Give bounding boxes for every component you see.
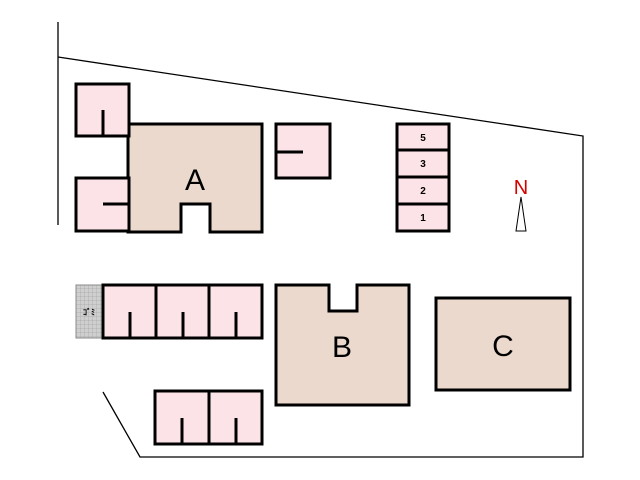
parking-stall-3	[395, 148, 451, 179]
parking-stall-group-center	[274, 122, 332, 180]
trash-station-label: ｺﾞﾐ	[83, 307, 95, 317]
building-b-label: B	[332, 331, 352, 364]
north-label: N	[514, 177, 528, 199]
parking-stall-row-middle	[101, 283, 264, 340]
building-c-label: C	[492, 330, 514, 363]
parking-stall-group-left	[74, 82, 131, 233]
building-c: C	[434, 296, 572, 392]
north-arrow-icon	[515, 196, 527, 232]
parking-stall-row-bottom	[153, 389, 264, 446]
parking-stall-2	[395, 175, 451, 206]
parking-stall-1	[395, 202, 451, 233]
building-a: A	[126, 122, 264, 234]
stall-number: 1	[420, 213, 426, 224]
parking-stall	[74, 176, 131, 233]
property-boundary	[57, 22, 584, 458]
stall-number: 3	[420, 159, 426, 170]
numbered-parking-stalls: 5 3 2 1	[395, 122, 451, 233]
building-b: B	[274, 283, 411, 407]
north-arrow: N	[514, 177, 528, 232]
building-a-label: A	[185, 164, 205, 197]
stall-number: 5	[420, 133, 426, 144]
stall-number: 2	[420, 186, 426, 197]
trash-station: ｺﾞﾐ	[75, 284, 104, 339]
